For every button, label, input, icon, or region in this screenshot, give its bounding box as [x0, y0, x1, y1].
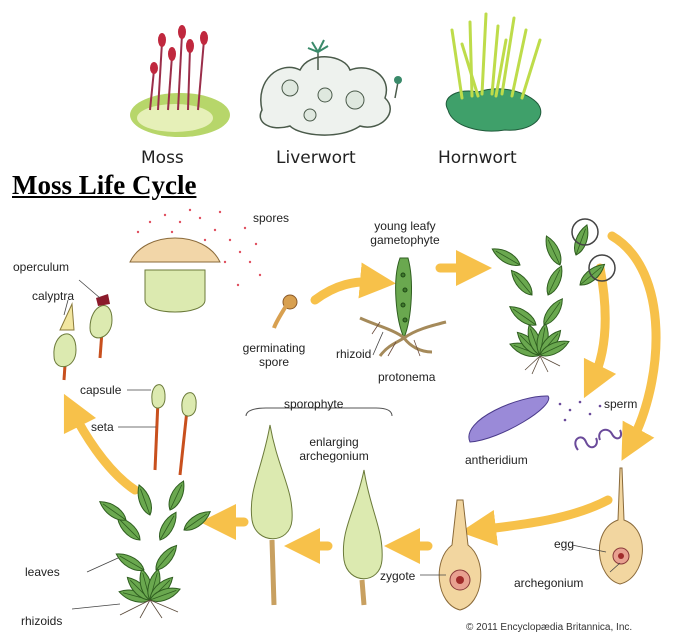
label-capsule: capsule: [80, 383, 121, 397]
capsule-with-calyptra: [54, 304, 76, 380]
hornwort-label: Hornwort: [438, 148, 517, 168]
label-spore: spore: [232, 355, 316, 369]
enlarging-archegonium-illustration: [343, 470, 382, 605]
arrow-to-zygote: [478, 500, 608, 530]
label-young-leafy: young leafy: [360, 219, 450, 233]
page-title: Moss Life Cycle: [12, 170, 196, 201]
label-enlarging: enlarging: [289, 435, 379, 449]
label-germinating: germinating: [232, 341, 316, 355]
label-seta: seta: [91, 420, 114, 434]
label-egg: egg: [554, 537, 574, 551]
arrow-to-archegonium: [612, 236, 656, 445]
label-archegonium-enlarging: archegonium: [289, 449, 379, 463]
label-sperm: sperm: [604, 397, 637, 411]
archegonium-illustration: [599, 468, 642, 584]
label-sporophyte: sporophyte: [284, 397, 343, 411]
sperm-illustration: [575, 430, 621, 450]
label-antheridium: antheridium: [465, 453, 528, 467]
germinating-spore-illustration: [274, 295, 297, 328]
label-calyptra: calyptra: [32, 289, 74, 303]
label-archegonium: archegonium: [514, 576, 583, 590]
label-gametophyte: gametophyte: [360, 233, 450, 247]
label-protonema: protonema: [378, 370, 435, 384]
label-rhizoids: rhizoids: [21, 614, 62, 628]
arrow-to-sperm: [592, 268, 605, 382]
liverwort-label: Liverwort: [276, 148, 356, 168]
zygote-illustration: [439, 500, 481, 610]
moss-plant-illustration: [130, 25, 230, 137]
mature-gametophyte-illustration: [490, 219, 615, 374]
label-rhizoid: rhizoid: [336, 347, 371, 361]
arrow-spore-to-gametophyte: [315, 282, 378, 300]
spore-release-illustration: [130, 209, 261, 312]
capsule-with-operculum: [90, 294, 112, 358]
label-zygote: zygote: [380, 569, 415, 583]
label-leaves: leaves: [25, 565, 60, 579]
antheridium-illustration: [469, 396, 601, 442]
hornwort-plant-illustration: [446, 14, 541, 131]
label-operculum: operculum: [13, 260, 69, 274]
label-spores: spores: [253, 211, 289, 225]
liverwort-plant-illustration: [260, 40, 402, 135]
mature-plant-with-sporophytes: [97, 385, 213, 618]
copyright-notice: © 2011 Encyclopædia Britannica, Inc.: [466, 622, 632, 633]
moss-label: Moss: [141, 148, 184, 168]
young-gametophyte-illustration: [360, 258, 446, 356]
